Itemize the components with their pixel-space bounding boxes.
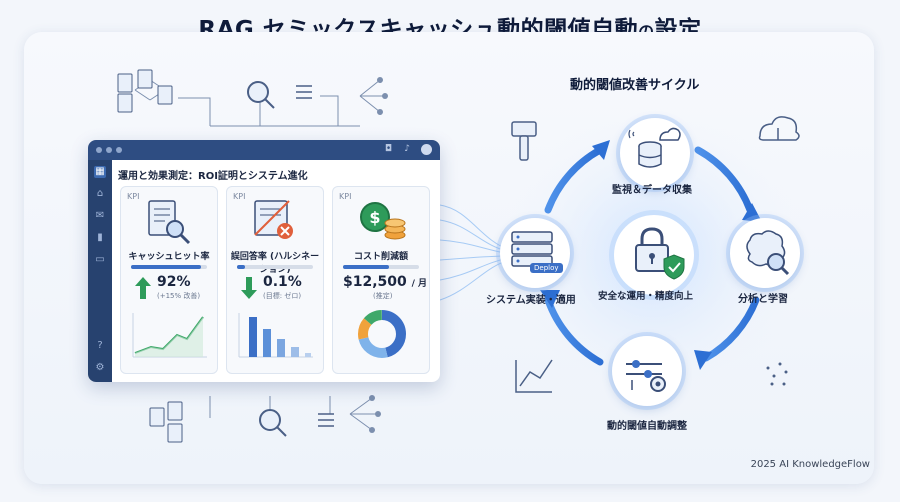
deploy-tag: Deploy <box>530 263 563 273</box>
magnifier-icon <box>247 81 275 109</box>
kpi-sub: (目標: ゼロ) <box>263 292 302 300</box>
kpi-tag: KPI <box>339 192 352 201</box>
settings-gear-icon[interactable]: ⚙ <box>95 362 105 373</box>
kpi-sub: (+15% 改善) <box>157 292 201 300</box>
grid-icon[interactable]: ▦ <box>94 166 106 178</box>
folder-icon[interactable]: ▭ <box>95 254 105 265</box>
arrow-up-icon <box>135 277 151 299</box>
server-icon <box>511 231 553 267</box>
kpi-label: コスト削減額 <box>353 252 408 262</box>
scatter-dots-icon <box>766 362 788 386</box>
documents-bottom-icon <box>149 401 183 443</box>
node-analysis <box>730 218 800 288</box>
kpi-progress <box>237 265 313 269</box>
magnifier-bottom-icon <box>259 409 287 437</box>
documents-icon <box>117 69 173 113</box>
window-dot[interactable] <box>96 147 102 153</box>
cycle-title: 動的閾値改善サイクル <box>570 78 700 93</box>
kpi-value: 92% <box>157 274 191 290</box>
avatar[interactable] <box>421 144 432 155</box>
list-icon <box>296 85 312 99</box>
decline-bar-chart <box>238 313 313 358</box>
kpi-progress <box>343 265 419 269</box>
cloud-upload-icon <box>758 116 800 141</box>
database-cloud-icon <box>628 127 681 168</box>
kpi-card-cost-saving[interactable]: KPI $ コスト削減額 $12,500 / 月 (推定) <box>332 186 430 374</box>
kpi-card-error-rate[interactable]: KPI 誤回答率 (ハルシネーション) 0.1% (目標: ゼロ) <box>226 186 324 374</box>
dollar-coins-icon: $ <box>360 202 406 240</box>
kpi-label: 誤回答率 (ハルシネーション) <box>230 252 320 275</box>
lock-shield-icon <box>635 227 685 280</box>
window-sidebar: ▦ ⌂ ✉ ▮ ▭ ? ⚙ <box>88 160 112 382</box>
dashboard-window: ◘ ♪ ▦ ⌂ ✉ ▮ ▭ ? ⚙ 運用と効果測定：ROI証明とシステム進化 K… <box>88 140 440 382</box>
document-magnifier-icon <box>148 200 191 245</box>
node-deployment: Deploy <box>500 218 570 288</box>
node-threshold <box>612 336 682 406</box>
node-label-threshold: 動的閾値自動調整 <box>607 421 687 432</box>
kpi-sub: (推定) <box>373 292 393 300</box>
bell-icon[interactable]: ♪ <box>404 144 410 154</box>
brain-icon <box>746 230 790 276</box>
node-label-deployment: システム実装・適用 <box>486 295 576 306</box>
kpi-progress <box>131 265 207 269</box>
trend-line-chart <box>132 313 207 358</box>
arrow-down-icon <box>241 277 257 299</box>
footer-credit: 2025 AI KnowledgeFlow <box>750 459 870 470</box>
center-node <box>614 215 694 295</box>
kpi-value: $12,500 / 月 <box>343 274 427 290</box>
slider-gear-icon <box>626 360 666 392</box>
chart-icon[interactable]: ▮ <box>97 232 103 243</box>
camera-icon <box>511 121 537 161</box>
node-label-analysis: 分析と学習 <box>738 294 788 305</box>
node-monitoring <box>620 118 690 188</box>
kpi-value-unit: / 月 <box>411 279 428 289</box>
center-label: 安全な運用・精度向上 <box>598 291 694 302</box>
line-chart-icon <box>515 359 553 393</box>
help-icon[interactable]: ? <box>97 340 103 351</box>
svg-text:$: $ <box>369 208 380 227</box>
camera-small-icon[interactable]: ◘ <box>384 144 392 154</box>
document-error-icon <box>254 200 293 239</box>
home-icon[interactable]: ⌂ <box>96 188 104 199</box>
dashboard-heading: 運用と効果測定：ROI証明とシステム進化 <box>118 171 308 182</box>
window-titlebar: ◘ ♪ <box>88 140 440 160</box>
window-dot[interactable] <box>106 147 112 153</box>
window-dot[interactable] <box>116 147 122 153</box>
donut-chart <box>358 310 406 358</box>
kpi-tag: KPI <box>233 192 246 201</box>
kpi-card-cache-hit[interactable]: KPI キャッシュヒット率 92% (+15% 改善) <box>120 186 218 374</box>
chat-icon[interactable]: ✉ <box>95 210 105 221</box>
node-label-monitoring: 監視＆データ収集 <box>612 185 692 196</box>
kpi-value-amount: $12,500 <box>343 274 407 290</box>
kpi-label: キャッシュヒット率 <box>128 252 210 262</box>
list-bottom-icon <box>318 413 334 427</box>
kpi-value: 0.1% <box>263 274 302 290</box>
kpi-tag: KPI <box>127 192 140 201</box>
